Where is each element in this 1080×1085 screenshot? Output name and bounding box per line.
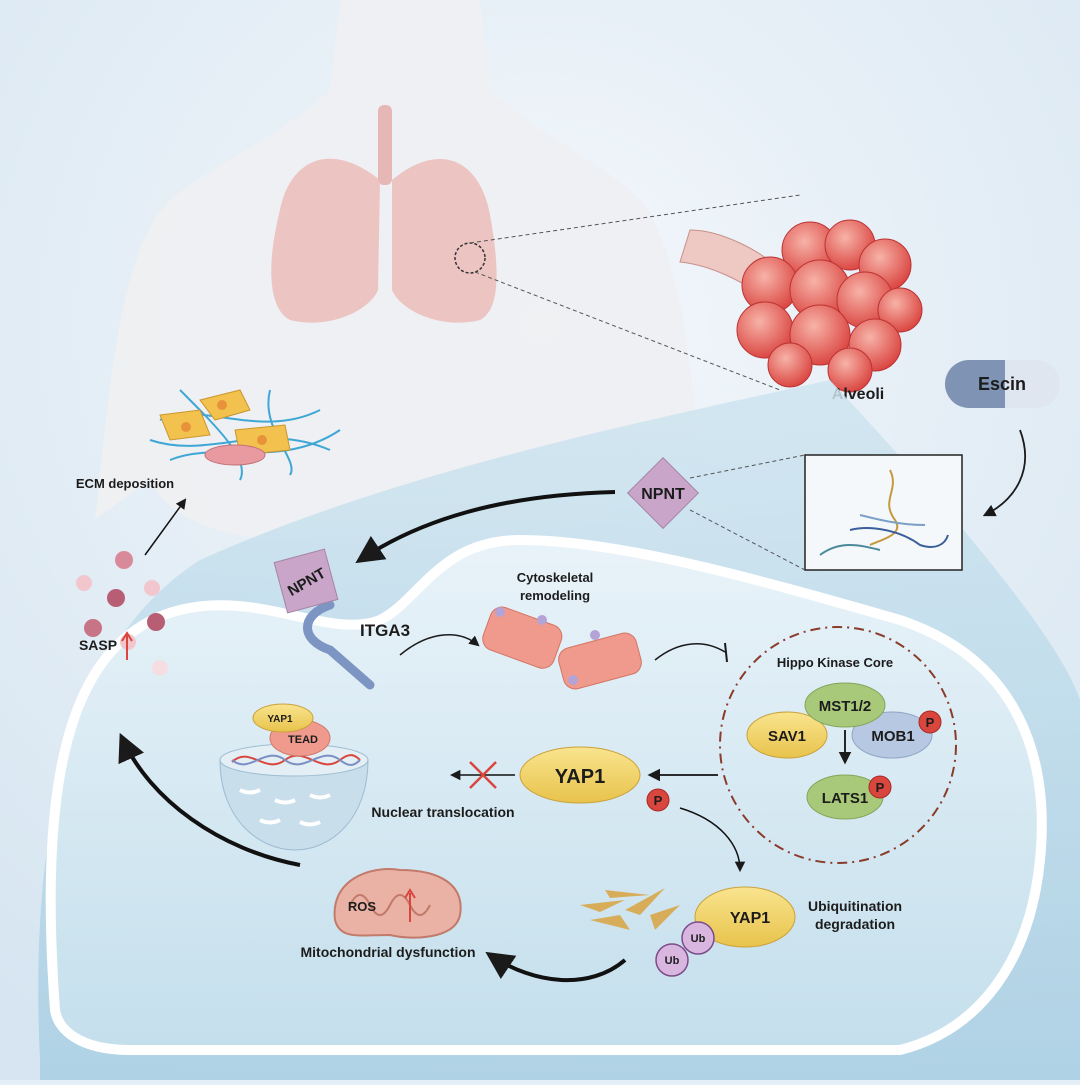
inhibition-arrow [654, 643, 726, 661]
mst12-label: MST1/2 [819, 698, 872, 715]
mst12-protein [804, 682, 886, 728]
escin-arrow [982, 429, 1026, 517]
svg-text:P: P [876, 780, 885, 795]
phospho-mob1: P [918, 710, 942, 734]
cytoskeletal-label-2: remodeling [520, 588, 590, 603]
escin-label: Escin [978, 374, 1026, 394]
npnt-zoom-line-bottom [689, 509, 806, 571]
sasp-to-ecm-arrow [144, 498, 187, 556]
sav1-protein [746, 711, 828, 759]
nucleus [219, 743, 369, 851]
itga3-receptor: NPNT [273, 548, 375, 690]
mito-to-sasp-arrow [118, 732, 301, 867]
ecm-label: ECM deposition [76, 476, 174, 491]
mob1-label: MOB1 [871, 728, 914, 745]
itga3-label: ITGA3 [360, 621, 410, 640]
tead-label: TEAD [288, 734, 318, 746]
lungs [271, 105, 497, 323]
npnt-free: NPNT [626, 456, 700, 530]
mob1-protein [851, 711, 933, 759]
actin-bundle-icon [482, 606, 642, 690]
svg-text:Ub: Ub [665, 955, 680, 967]
ubiquitin-2: Ub [655, 943, 689, 977]
degradation-to-mito-arrow [485, 951, 627, 983]
inhibition-bar [724, 642, 728, 663]
ubiquitin-1: Ub [681, 921, 715, 955]
sasp-label: SASP [79, 637, 117, 653]
fibroblast-ecm-icon [149, 389, 341, 481]
ubiquitination-label-1: Ubiquitination [808, 898, 902, 914]
ros-up-arrowhead [404, 888, 416, 899]
sasp-up-arrowhead [121, 631, 133, 642]
yap1-nuclear-protein [252, 703, 314, 733]
yap1-degraded-label: YAP1 [730, 910, 770, 927]
escin-capsule: Escin [945, 360, 1060, 408]
mitochondrion-icon [333, 868, 462, 939]
svg-text:Ub: Ub [691, 933, 706, 945]
sav1-label: SAV1 [768, 728, 806, 745]
yap1-nuclear-label: YAP1 [267, 714, 293, 725]
ros-label: ROS [348, 899, 377, 914]
zoom-line-bottom [474, 271, 781, 391]
yap-degradation-arrow [679, 807, 746, 873]
cytoskeletal-label-1: Cytoskeletal [517, 570, 594, 585]
hippo-title: Hippo Kinase Core [777, 655, 893, 670]
yap1-degraded-protein [694, 886, 796, 948]
mito-label: Mitochondrial dysfunction [301, 944, 476, 960]
protein-structure-box [804, 454, 963, 571]
nuclear-translocation-label: Nuclear translocation [371, 804, 514, 820]
npnt-free-label: NPNT [641, 486, 685, 503]
yap1-protein [519, 746, 641, 804]
blocked-x-icon [469, 761, 497, 789]
yap1-label: YAP1 [555, 766, 605, 788]
phospho-yap1: P [646, 788, 670, 812]
itga3-arrow [399, 634, 480, 656]
alveoli-cluster [679, 219, 923, 393]
npnt-zoom-line-top [689, 454, 806, 479]
lats1-label: LATS1 [822, 790, 868, 807]
hippo-kinase-core [719, 626, 957, 864]
sasp-particles [76, 551, 168, 676]
protein-structure-icon [819, 469, 949, 556]
phospho-lats1: P [868, 775, 892, 799]
npnt-binding-arrow [355, 490, 616, 564]
svg-text:P: P [654, 793, 663, 808]
degraded-fragments-icon [580, 888, 680, 930]
ubiquitination-label-2: degradation [815, 916, 895, 932]
svg-text:P: P [926, 715, 935, 730]
